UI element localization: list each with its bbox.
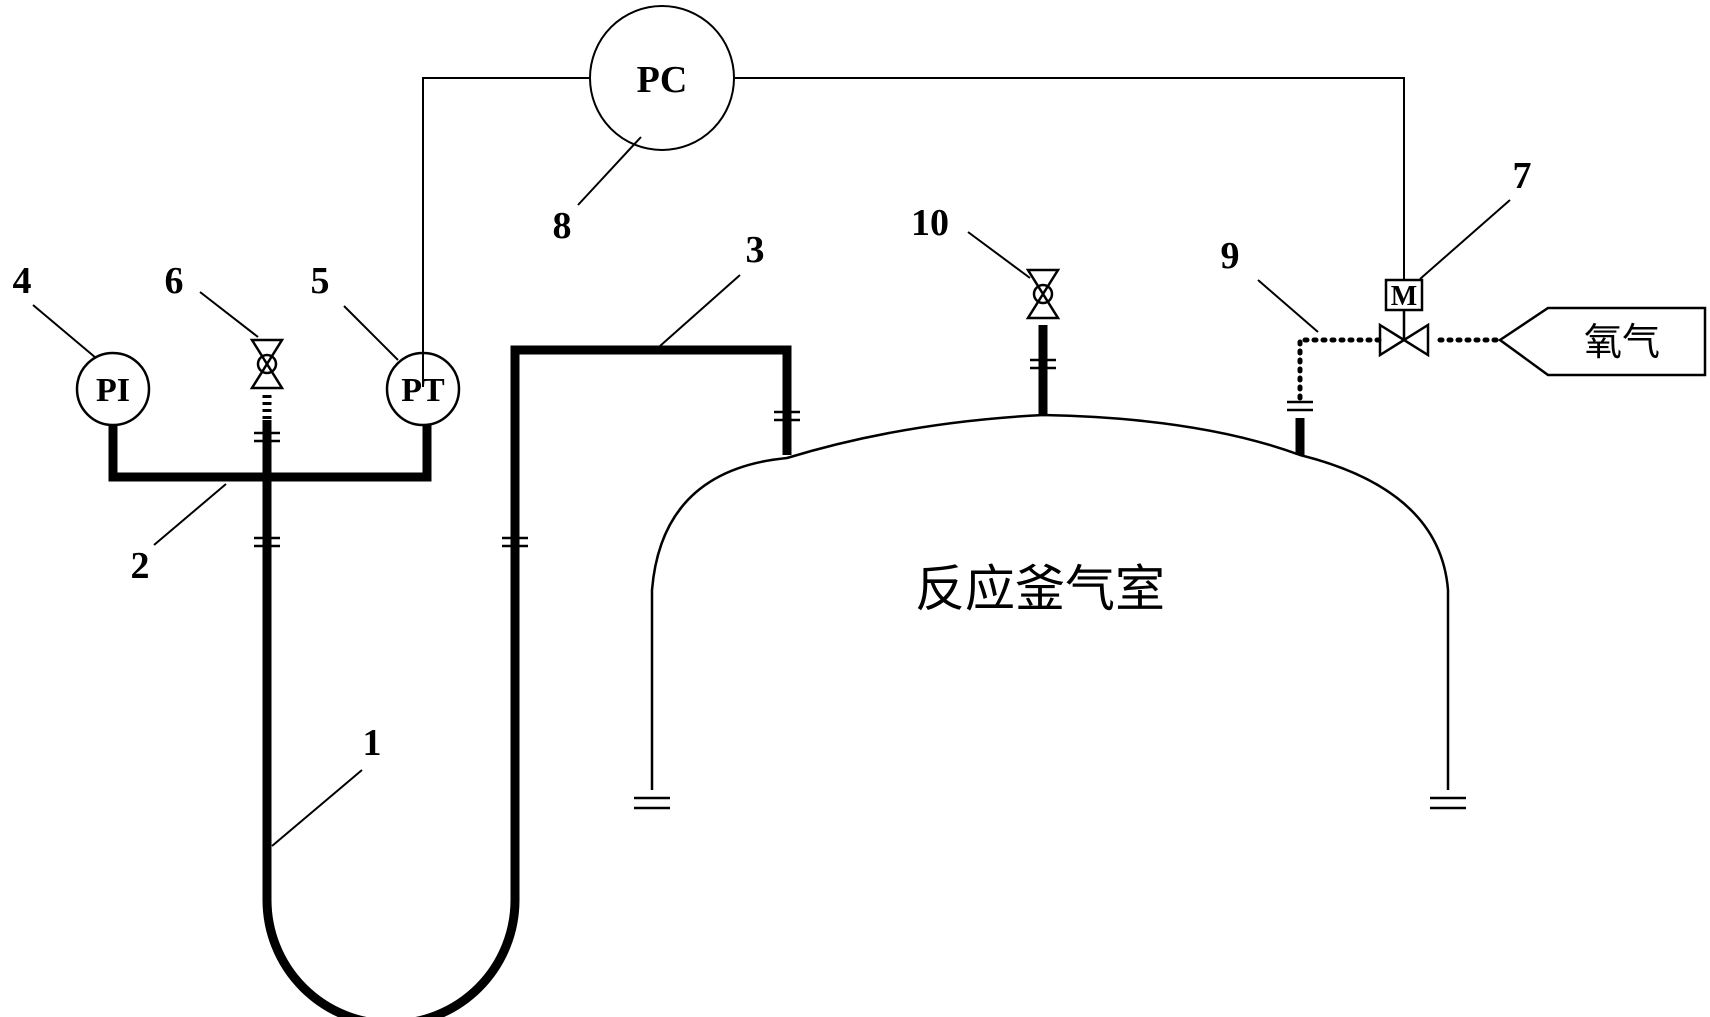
label-1: 1: [363, 722, 382, 764]
chamber-label: 反应釜气室: [915, 560, 1165, 618]
reactor-gas-chamber: 反应釜气室: [634, 413, 1466, 810]
pc-label: PC: [637, 59, 688, 101]
label-5: 5: [311, 260, 330, 302]
label-8: 8: [553, 205, 572, 247]
label-3: 3: [746, 229, 765, 271]
pipe-1-u-tube: [254, 345, 800, 1017]
pressure-indicator-pi: PI: [75, 351, 151, 427]
motor-label: M: [1391, 281, 1417, 312]
leader-1: [271, 769, 363, 847]
pressure-transmitter-pt: PT: [385, 351, 461, 427]
control-signal-lines: [422, 77, 1405, 387]
label-6: 6: [165, 260, 184, 302]
pressure-controller-pc: PC: [589, 5, 735, 151]
valve-10: [1025, 268, 1061, 415]
oxygen-source-tag: 氧气: [1497, 306, 1707, 377]
leader-6: [199, 291, 259, 338]
oxygen-feed-line-9: [1287, 337, 1503, 455]
valve-6: [249, 338, 285, 420]
motor-valve-7: M: [1378, 278, 1430, 358]
leader-7: [1419, 199, 1511, 280]
leader-10: [967, 231, 1031, 279]
leader-3: [659, 274, 741, 347]
pt-label: PT: [401, 372, 445, 409]
oxygen-label: 氧气: [1584, 320, 1660, 364]
leader-8: [577, 136, 642, 206]
label-7: 7: [1513, 155, 1532, 197]
leader-4: [32, 304, 97, 359]
leader-2: [153, 483, 227, 546]
label-4: 4: [13, 260, 32, 302]
label-9: 9: [1221, 235, 1240, 277]
leader-9: [1257, 279, 1319, 333]
label-2: 2: [131, 545, 150, 587]
leader-5: [343, 305, 399, 361]
pi-label: PI: [96, 372, 130, 409]
label-10: 10: [911, 202, 949, 244]
